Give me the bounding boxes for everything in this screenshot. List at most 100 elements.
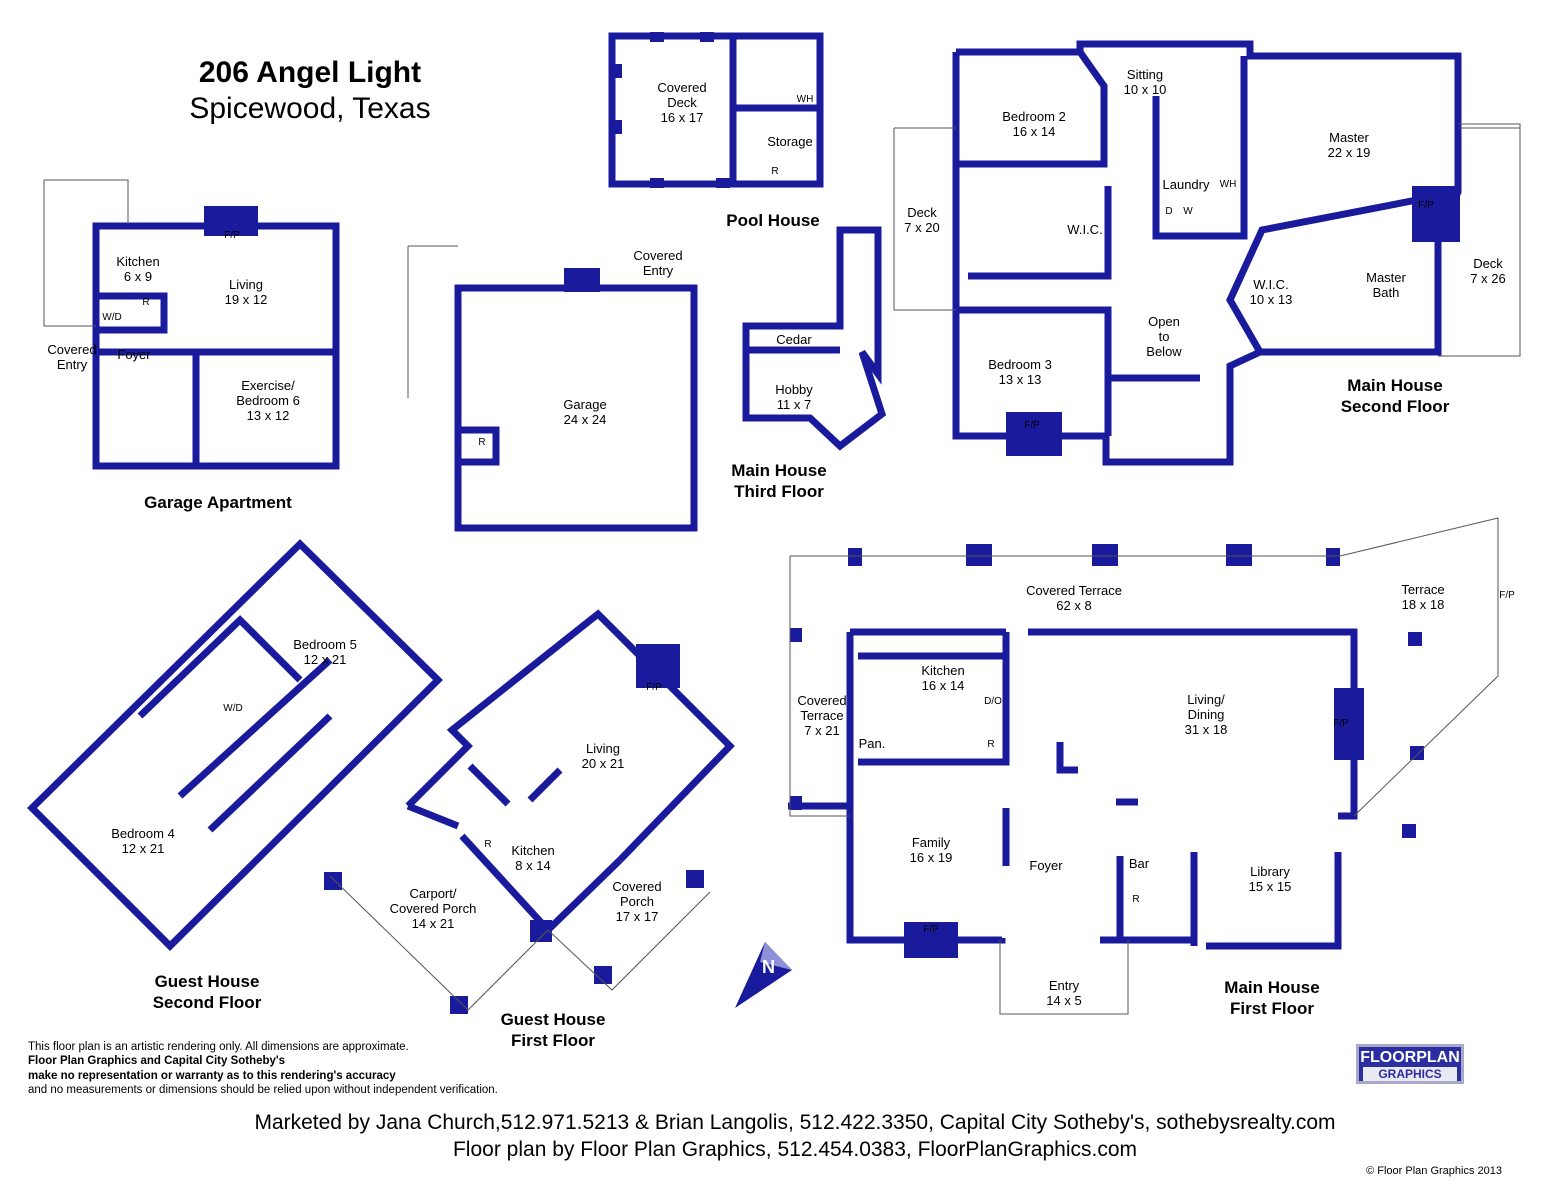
wall-column bbox=[966, 544, 992, 566]
room-label-line: Garage bbox=[563, 397, 606, 412]
room-label-line: 7 x 20 bbox=[904, 220, 939, 235]
section-title-line: Pool House bbox=[726, 211, 820, 230]
room-label-line: Deck bbox=[667, 95, 697, 110]
room-label-cedar: Cedar bbox=[776, 332, 812, 347]
wall-segment bbox=[1056, 742, 1078, 774]
wall-segment bbox=[956, 40, 1462, 356]
wall-segment bbox=[956, 49, 1108, 168]
room-label-line: 16 x 14 bbox=[922, 678, 965, 693]
room-label-line: to bbox=[1159, 329, 1170, 344]
section-title-line: First Floor bbox=[1230, 999, 1314, 1018]
section-title-line: Second Floor bbox=[153, 993, 262, 1012]
room-label-line: 20 x 21 bbox=[582, 756, 625, 771]
logo-line-1: FLOORPLAN bbox=[1360, 1049, 1460, 1066]
copyright: © Floor Plan Graphics 2013 bbox=[1366, 1165, 1502, 1177]
room-label-line: 6 x 9 bbox=[124, 269, 152, 284]
fixture-label-refrigerator: R bbox=[478, 437, 485, 448]
room-label-line: W.I.C. bbox=[1253, 277, 1288, 292]
room-label-line: 24 x 24 bbox=[564, 412, 607, 427]
room-label-line: Deck bbox=[907, 205, 937, 220]
wall-segment bbox=[858, 652, 1010, 766]
outline-line bbox=[999, 940, 1129, 1015]
fixture-label-refrigerator: R bbox=[484, 839, 491, 850]
room-label-line: Bedroom 6 bbox=[236, 393, 300, 408]
room-label-line: 13 x 13 bbox=[999, 372, 1042, 387]
wall-segment bbox=[1206, 852, 1342, 950]
room-label-line: 31 x 18 bbox=[1185, 722, 1228, 737]
disclaimer-line-3: make no representation or warranty as to… bbox=[28, 1069, 396, 1082]
room-label-storage: Storage bbox=[767, 134, 813, 149]
fixture-label-refrigerator: R bbox=[987, 739, 994, 750]
disclaimer: This floor plan is an artistic rendering… bbox=[28, 1040, 588, 1097]
wall-segment bbox=[952, 52, 1006, 440]
wall-column bbox=[1326, 548, 1340, 566]
wall-segment bbox=[956, 306, 1112, 436]
room-label-wic-upper: W.I.C. bbox=[1067, 222, 1102, 237]
outline-line bbox=[547, 891, 711, 991]
room-label-line: Bedroom 3 bbox=[988, 357, 1052, 372]
room-label-line: Entry bbox=[1049, 978, 1080, 993]
room-label-line: 16 x 14 bbox=[1013, 124, 1056, 139]
room-label-line: Pan. bbox=[859, 736, 886, 751]
room-label-line: Covered bbox=[612, 879, 661, 894]
fixture-label-washer-dryer: W/D bbox=[223, 703, 242, 714]
room-label-line: 8 x 14 bbox=[515, 858, 550, 873]
room-label-line: 7 x 21 bbox=[804, 723, 839, 738]
room-label-line: Foyer bbox=[117, 347, 151, 362]
fixture-label-fireplace: F/P bbox=[224, 230, 240, 241]
outline-line bbox=[43, 179, 129, 327]
room-label-line: Storage bbox=[767, 134, 813, 149]
room-label-line: Open bbox=[1148, 314, 1180, 329]
wall-segment bbox=[137, 615, 303, 719]
room-label-line: Bedroom 4 bbox=[111, 826, 175, 841]
wall-column bbox=[612, 64, 622, 78]
room-label-line: Bedroom 5 bbox=[293, 637, 357, 652]
room-label-line: 15 x 15 bbox=[1249, 879, 1292, 894]
room-label-line: Foyer bbox=[1029, 858, 1063, 873]
room-label-foyer-main: Foyer bbox=[1029, 858, 1063, 873]
wall-column bbox=[790, 796, 802, 810]
room-label-pantry: Pan. bbox=[859, 736, 886, 751]
wall-segment bbox=[406, 802, 460, 830]
outline-line bbox=[893, 127, 956, 311]
floor-plan-by: Floor plan by Floor Plan Graphics, 512.4… bbox=[452, 1138, 1138, 1161]
room-label-line: Living/ bbox=[1187, 692, 1225, 707]
room-label-line: 10 x 10 bbox=[1124, 82, 1167, 97]
section-title-pool-house: Pool House bbox=[726, 211, 820, 230]
section-title-line: Main House bbox=[1224, 978, 1319, 997]
room-label-line: 18 x 18 bbox=[1402, 597, 1445, 612]
room-label-line: 12 x 21 bbox=[304, 652, 347, 667]
disclaimer-line-2: Floor Plan Graphics and Capital City Sot… bbox=[28, 1055, 286, 1068]
wall-column bbox=[790, 628, 802, 642]
wall-segment bbox=[742, 226, 887, 451]
room-label-line: Covered bbox=[657, 80, 706, 95]
fixture-label-refrigerator: R bbox=[1132, 894, 1139, 905]
page-subtitle: Spicewood, Texas bbox=[189, 92, 431, 125]
room-label-line: Covered Terrace bbox=[1026, 583, 1122, 598]
logo-line-2: GRAPHICS bbox=[1363, 1067, 1457, 1081]
room-label-line: 11 x 7 bbox=[777, 397, 811, 412]
wall-column bbox=[716, 178, 730, 188]
wall-column bbox=[700, 32, 714, 42]
wall-column bbox=[1408, 632, 1422, 646]
walls bbox=[27, 32, 1462, 951]
room-label-line: 13 x 12 bbox=[247, 408, 290, 423]
wall-column bbox=[1334, 688, 1364, 760]
fixture-label-dryer: D bbox=[1165, 206, 1172, 217]
wall-segment bbox=[405, 609, 735, 863]
room-label-line: 16 x 19 bbox=[910, 850, 953, 865]
room-label-line: Porch bbox=[620, 894, 654, 909]
section-title-line: Main House bbox=[731, 461, 826, 480]
fixture-label-water-heater: WH bbox=[1220, 179, 1237, 190]
fixture-label-fireplace: F/P bbox=[646, 682, 662, 693]
